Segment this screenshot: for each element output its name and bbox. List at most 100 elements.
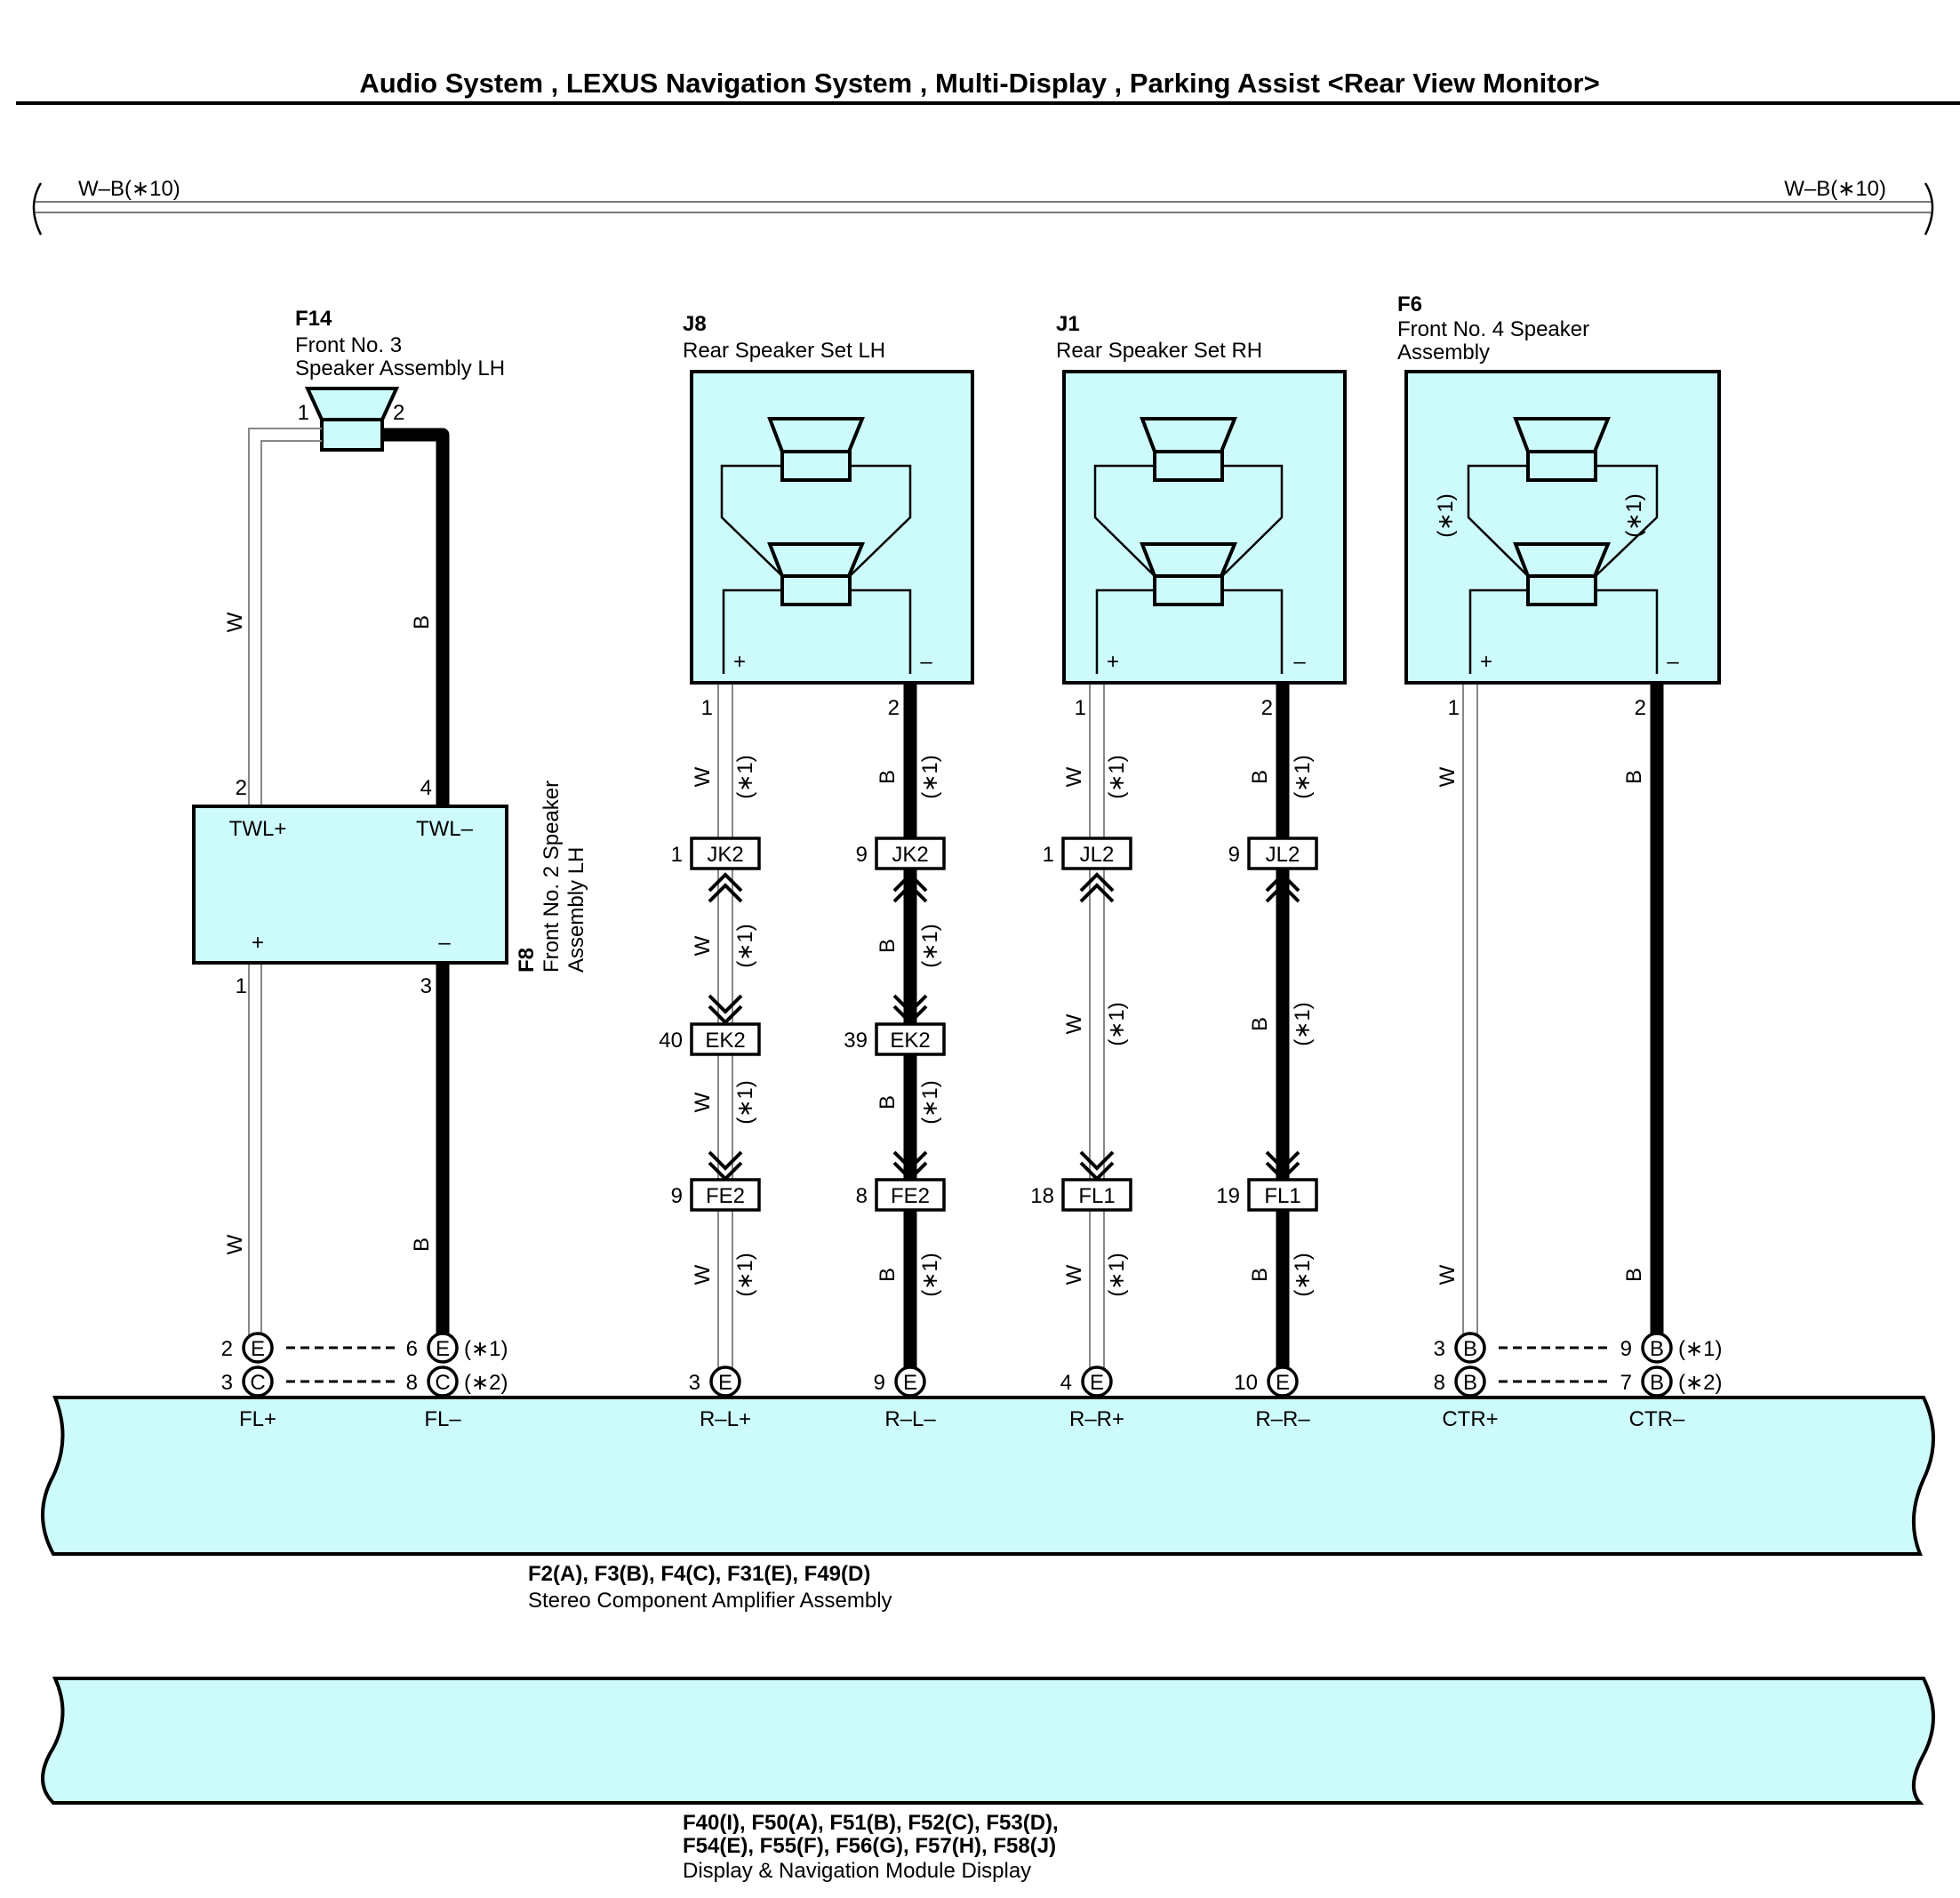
page-title: Audio System , LEXUS Navigation System ,… bbox=[359, 68, 1599, 99]
svg-text:W: W bbox=[1062, 766, 1086, 787]
svg-text:(∗1): (∗1) bbox=[1622, 493, 1646, 537]
amp-terminal-label: R–R– bbox=[1255, 1407, 1310, 1431]
svg-text:F8: F8 bbox=[515, 948, 539, 973]
svg-text:9: 9 bbox=[1620, 1337, 1632, 1361]
svg-text:(∗1): (∗1) bbox=[1105, 755, 1129, 798]
svg-text:FL1: FL1 bbox=[1078, 1184, 1115, 1208]
svg-text:J8: J8 bbox=[683, 312, 707, 336]
svg-text:+: + bbox=[1107, 650, 1119, 674]
svg-text:1: 1 bbox=[298, 401, 309, 425]
svg-text:1: 1 bbox=[236, 974, 247, 998]
svg-text:B: B bbox=[1248, 1268, 1272, 1282]
svg-text:9: 9 bbox=[1228, 843, 1240, 867]
svg-text:B: B bbox=[1248, 770, 1272, 784]
svg-text:4: 4 bbox=[420, 776, 432, 800]
amplifier-terminals: E 2 C 3 E 6 (∗1) C 8 (∗2) E 3 E 9 E 4 E … bbox=[221, 1332, 1722, 1397]
svg-text:FL1: FL1 bbox=[1264, 1184, 1300, 1208]
connector-jl2-1 bbox=[1061, 837, 1132, 870]
svg-text:TWL+: TWL+ bbox=[229, 817, 287, 841]
svg-text:W: W bbox=[1062, 1013, 1086, 1034]
svg-text:(∗1): (∗1) bbox=[1105, 1253, 1129, 1296]
display-connectors-2: F54(E), F55(F), F56(G), F57(H), F58(J) bbox=[683, 1834, 1056, 1858]
svg-text:JL2: JL2 bbox=[1266, 843, 1300, 867]
svg-text:E: E bbox=[718, 1371, 732, 1395]
svg-text:B: B bbox=[1622, 1268, 1646, 1282]
connector-jk2-1 bbox=[690, 837, 761, 870]
svg-text:B: B bbox=[1650, 1337, 1664, 1361]
svg-text:–: – bbox=[438, 931, 451, 955]
svg-text:7: 7 bbox=[1620, 1371, 1632, 1395]
svg-text:W: W bbox=[691, 766, 715, 787]
svg-text:8: 8 bbox=[406, 1371, 418, 1395]
f8-speaker-box: 2 4 1 3 TWL+ TWL– + – F8 Front No. 2 Spe… bbox=[192, 776, 588, 998]
amp-terminal-label: FL– bbox=[424, 1407, 461, 1431]
wire-color-labels: W (∗1) W (∗1) W (∗1) W (∗1) B (∗1) B (∗1… bbox=[691, 755, 1646, 1296]
f14-name-1: Front No. 3 bbox=[295, 333, 402, 357]
svg-text:C: C bbox=[250, 1371, 265, 1395]
f14-speaker: F14 Front No. 3 Speaker Assembly LH 1 2 bbox=[295, 307, 505, 452]
connector-fe2-8 bbox=[875, 1178, 946, 1212]
svg-text:19: 19 bbox=[1216, 1184, 1240, 1208]
ground-bus: W–B(∗10) W–B(∗10) bbox=[32, 177, 1934, 236]
svg-text:10: 10 bbox=[1234, 1371, 1258, 1395]
svg-text:8: 8 bbox=[1434, 1371, 1445, 1395]
svg-text:W: W bbox=[1436, 766, 1460, 787]
svg-text:2: 2 bbox=[393, 401, 404, 425]
svg-text:F6: F6 bbox=[1397, 292, 1422, 316]
f14-name-2: Speaker Assembly LH bbox=[295, 356, 505, 380]
svg-text:(∗1): (∗1) bbox=[1291, 1002, 1315, 1045]
f6-speaker-assembly: F6 Front No. 4 Speaker Assembly (∗1) (∗1… bbox=[1397, 292, 1721, 720]
svg-text:TWL–: TWL– bbox=[416, 817, 474, 841]
amplifier-connectors: F2(A), F3(B), F4(C), F31(E), F49(D) bbox=[528, 1562, 870, 1586]
svg-text:B: B bbox=[410, 1237, 434, 1252]
connector-fl1-18 bbox=[1061, 1178, 1132, 1212]
svg-text:B: B bbox=[876, 939, 900, 953]
f14-code: F14 bbox=[295, 307, 332, 331]
svg-text:B: B bbox=[1248, 1017, 1272, 1031]
svg-text:40: 40 bbox=[659, 1029, 683, 1053]
svg-text:W: W bbox=[1436, 1264, 1460, 1285]
svg-text:JK2: JK2 bbox=[892, 843, 928, 867]
svg-text:W: W bbox=[691, 1092, 715, 1112]
amp-terminal-label: CTR– bbox=[1629, 1407, 1685, 1431]
svg-text:2: 2 bbox=[236, 776, 247, 800]
svg-text:3: 3 bbox=[420, 974, 432, 998]
svg-text:1: 1 bbox=[701, 696, 713, 720]
svg-text:(∗1): (∗1) bbox=[1291, 1253, 1315, 1296]
svg-text:+: + bbox=[733, 650, 746, 674]
svg-text:4: 4 bbox=[1060, 1371, 1072, 1395]
svg-text:B: B bbox=[876, 1095, 900, 1109]
svg-text:(∗1): (∗1) bbox=[464, 1337, 508, 1361]
svg-text:8: 8 bbox=[856, 1184, 868, 1208]
svg-text:–: – bbox=[1667, 650, 1679, 674]
wiring-harness bbox=[717, 685, 1664, 1369]
svg-text:EK2: EK2 bbox=[705, 1029, 745, 1053]
svg-text:39: 39 bbox=[844, 1029, 868, 1053]
svg-text:Assembly LH: Assembly LH bbox=[564, 847, 588, 973]
svg-text:B: B bbox=[1463, 1337, 1477, 1361]
amp-terminal-label: R–L+ bbox=[700, 1407, 751, 1431]
svg-text:(∗1): (∗1) bbox=[733, 924, 757, 967]
connector-ek2-40 bbox=[690, 1022, 761, 1056]
connector-jl2-9 bbox=[1247, 837, 1318, 870]
svg-text:3: 3 bbox=[221, 1371, 233, 1395]
svg-text:W: W bbox=[223, 612, 247, 632]
svg-text:W: W bbox=[1062, 1264, 1086, 1285]
svg-text:B: B bbox=[876, 1268, 900, 1282]
svg-text:9: 9 bbox=[856, 843, 868, 867]
svg-text:Front No. 2 Speaker: Front No. 2 Speaker bbox=[540, 781, 564, 973]
display-name: Display & Navigation Module Display bbox=[683, 1859, 1031, 1883]
svg-text:E: E bbox=[1276, 1371, 1290, 1395]
svg-text:2: 2 bbox=[221, 1337, 233, 1361]
svg-text:18: 18 bbox=[1030, 1184, 1054, 1208]
svg-text:(∗1): (∗1) bbox=[1291, 755, 1315, 798]
svg-text:W: W bbox=[691, 1264, 715, 1285]
f14-speaker-icon bbox=[304, 387, 400, 421]
svg-text:2: 2 bbox=[888, 696, 900, 720]
svg-text:FE2: FE2 bbox=[706, 1184, 745, 1208]
svg-text:J1: J1 bbox=[1056, 312, 1080, 336]
connector-ek2-39 bbox=[875, 1022, 946, 1056]
connector-fe2-9 bbox=[690, 1178, 761, 1212]
svg-text:E: E bbox=[1090, 1371, 1104, 1395]
svg-text:Rear Speaker Set LH: Rear Speaker Set LH bbox=[683, 339, 885, 363]
